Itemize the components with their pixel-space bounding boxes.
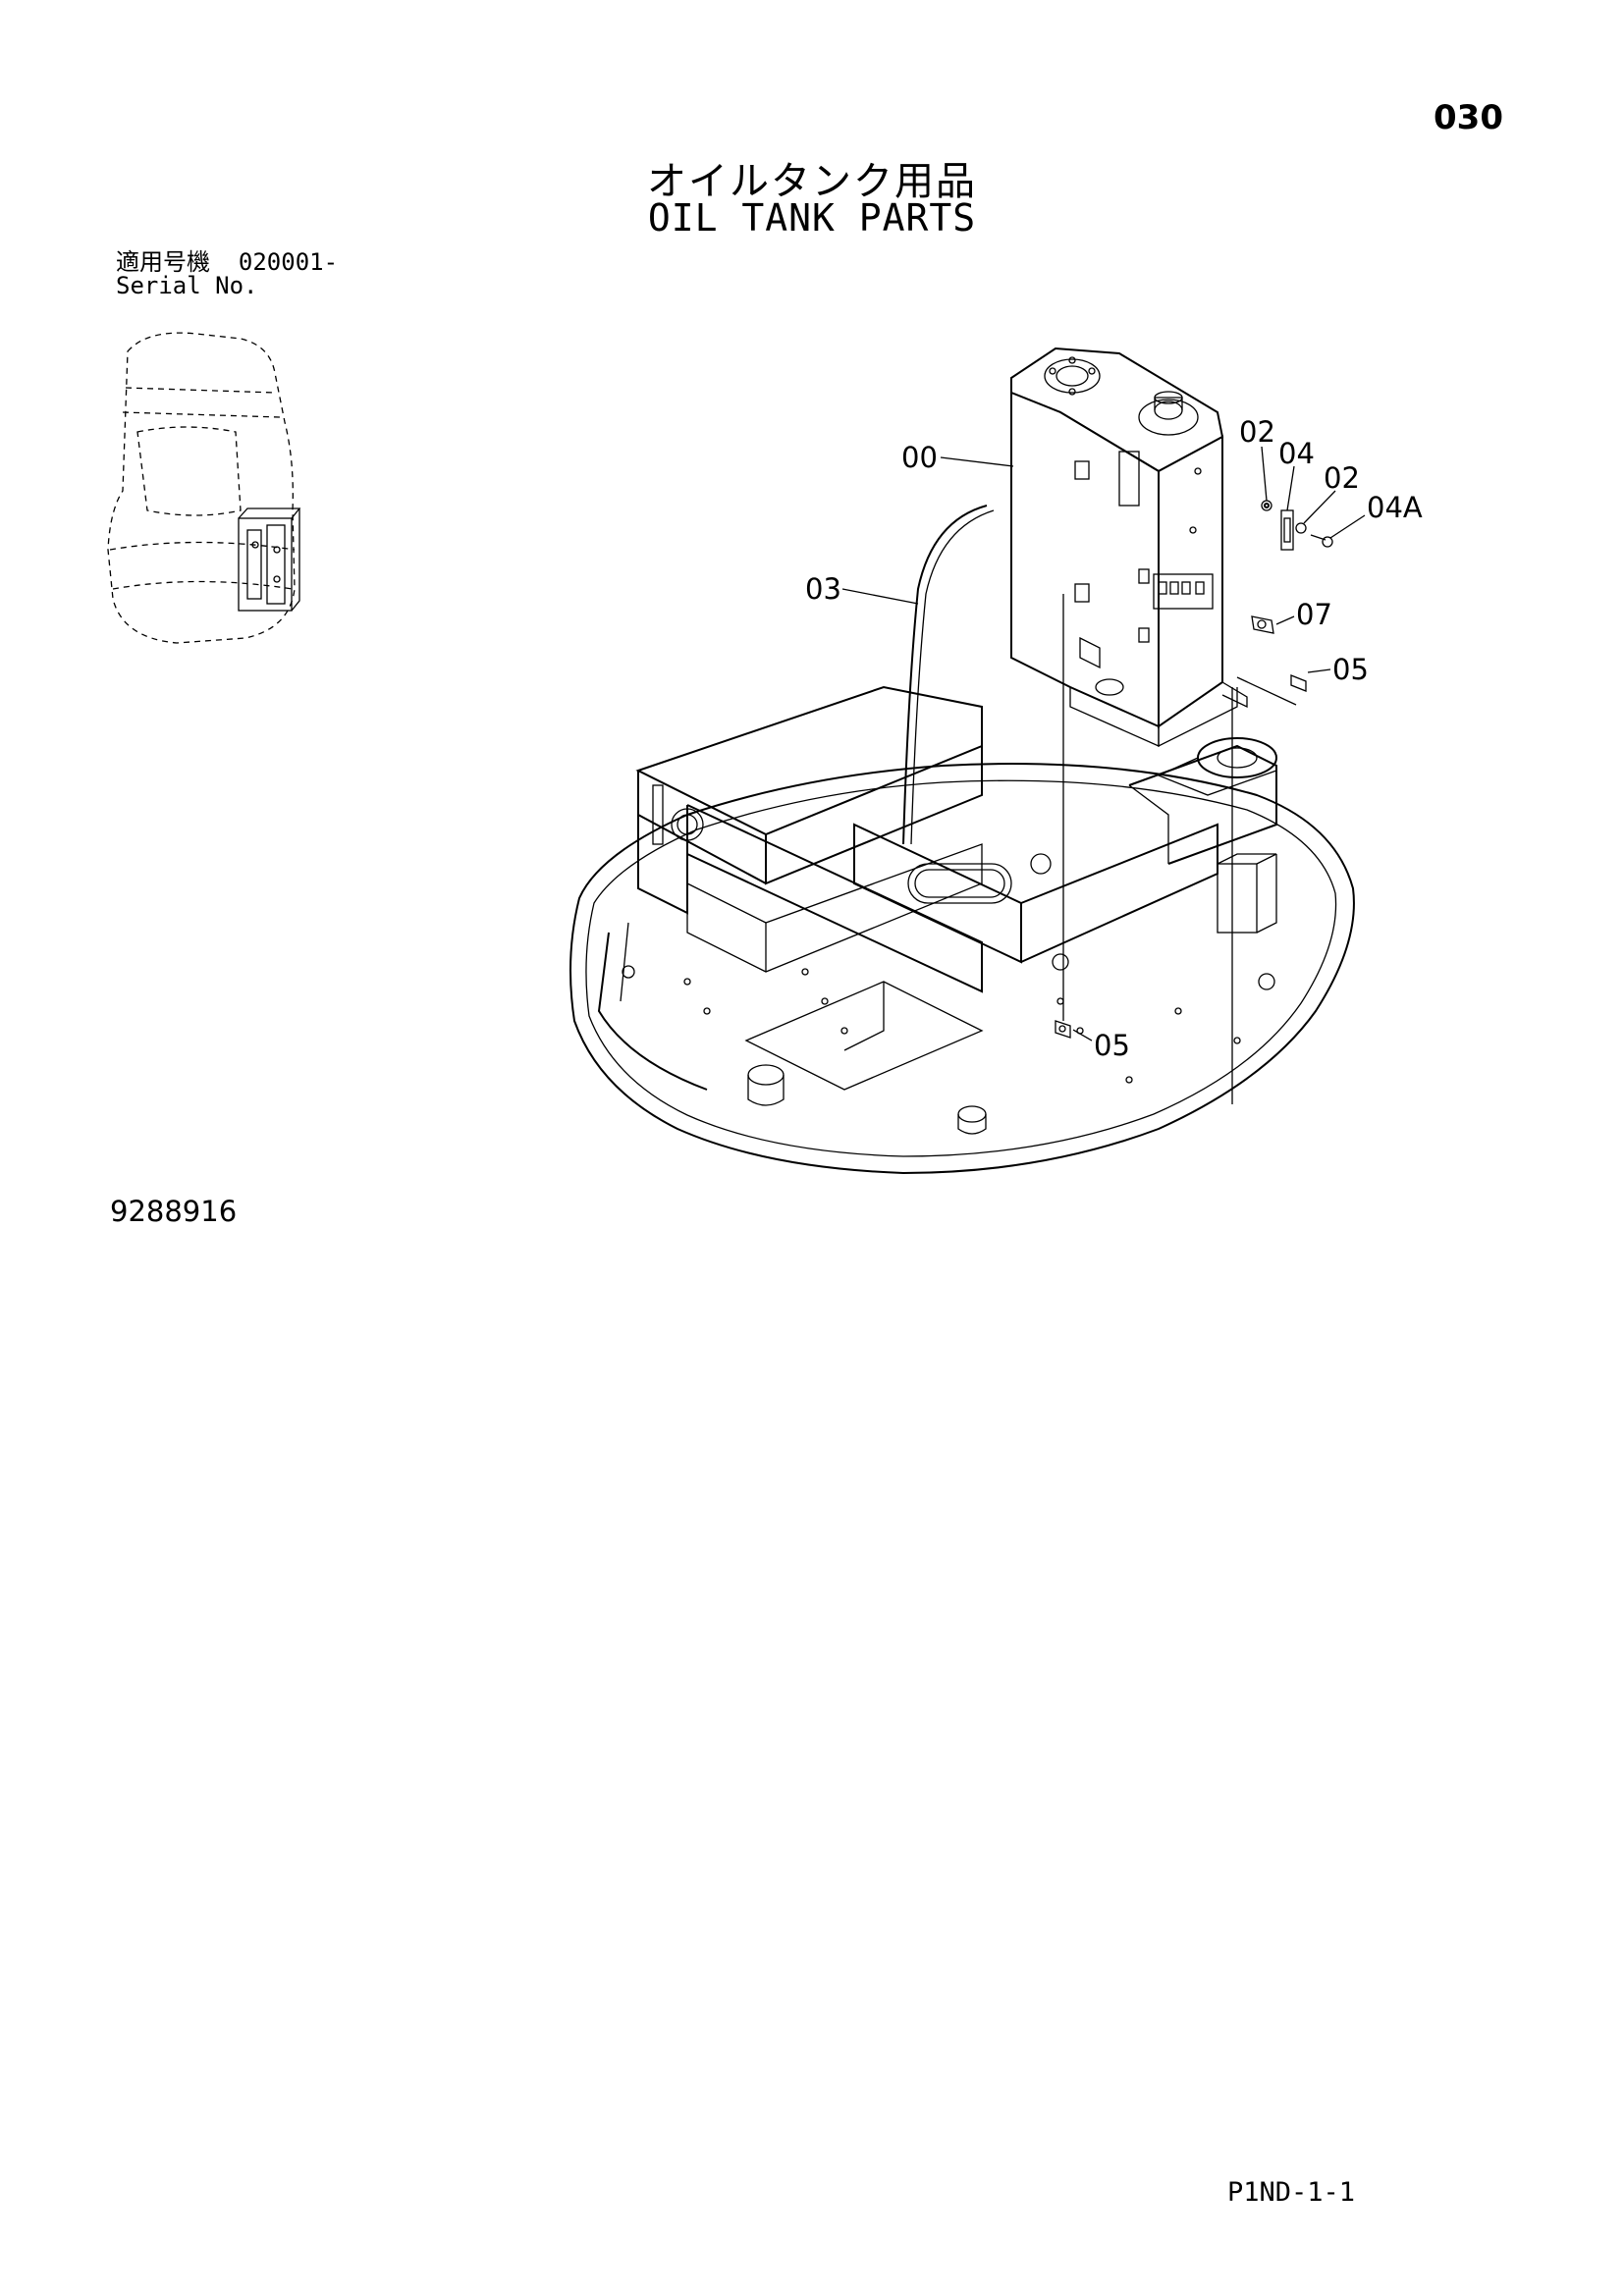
footer-code: P1ND-1-1 [1227, 2177, 1356, 2208]
callout-05-right: 05 [1332, 653, 1369, 686]
fasteners [1055, 500, 1333, 1104]
callout-03: 03 [805, 572, 841, 606]
page-number: 030 [1434, 98, 1503, 137]
callout-labels: 00 02 04 02 04A 03 07 05 05 [805, 415, 1423, 1062]
hose-03 [902, 505, 995, 845]
callout-04: 04 [1278, 437, 1315, 470]
serial-label-jp: 適用号機 [116, 248, 210, 276]
drawing-number: 9288916 [110, 1195, 238, 1228]
serial-label-en: Serial No. [116, 272, 258, 299]
callout-07: 07 [1296, 598, 1332, 631]
callout-leaders [841, 446, 1366, 1041]
callout-02-upper: 02 [1239, 415, 1275, 449]
page-title-japanese: オイルタンク用品 [647, 159, 977, 204]
serial-applicability: 適用号機 020001- Serial No. [116, 250, 338, 297]
callout-00: 00 [901, 441, 938, 474]
callout-02-lower: 02 [1324, 461, 1360, 495]
revolving-frame [569, 685, 1355, 1175]
callout-05-lower: 05 [1094, 1029, 1130, 1062]
page-title-english: OIL TANK PARTS [647, 196, 977, 240]
serial-row-jp: 適用号機 020001- [116, 250, 338, 274]
serial-value: 020001- [238, 248, 339, 276]
callout-04a: 04A [1367, 491, 1423, 524]
oil-tank [1010, 347, 1248, 748]
machine-thumbnail [107, 332, 301, 644]
